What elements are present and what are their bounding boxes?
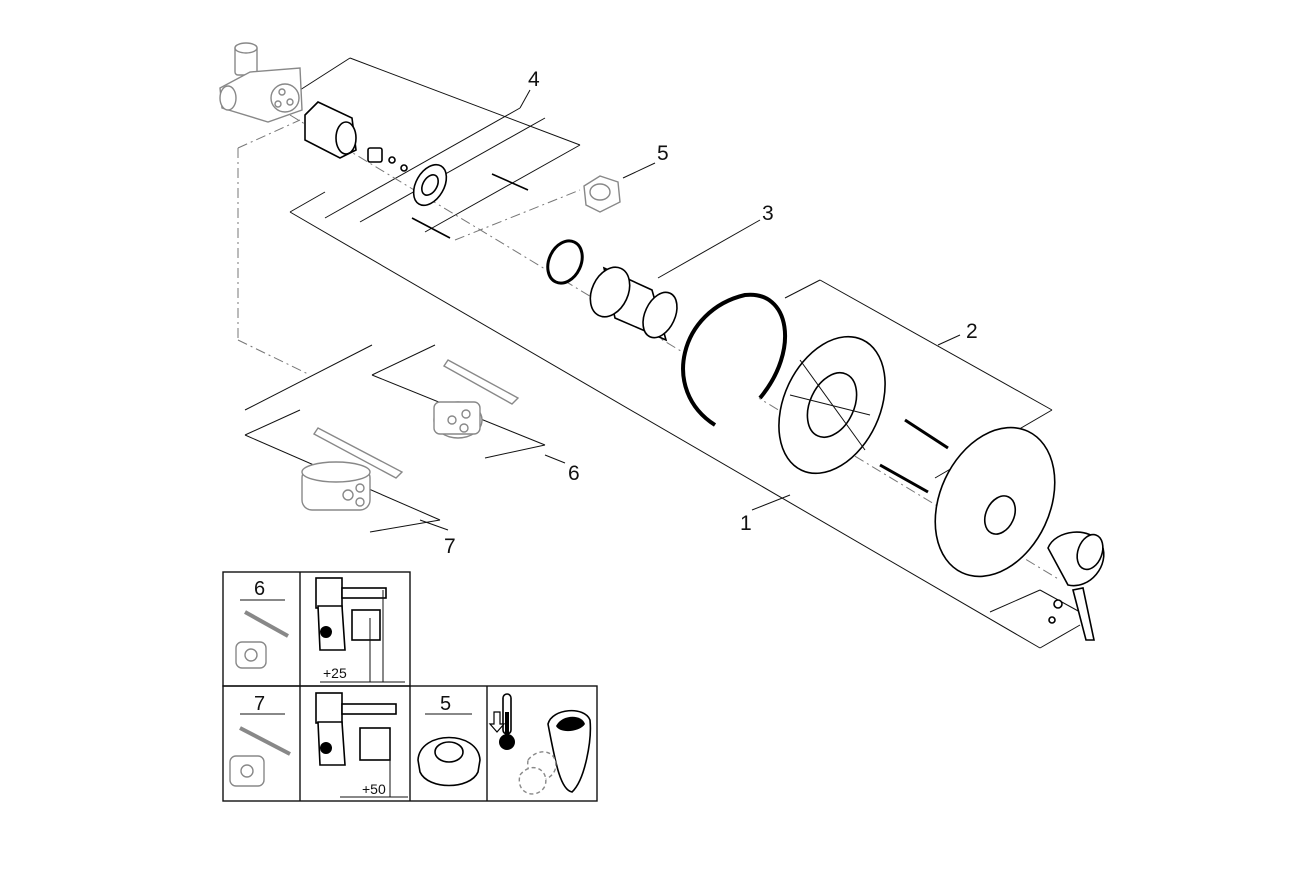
- arrow-down-icon: [488, 711, 506, 733]
- callout-1: 1: [740, 512, 752, 535]
- inset-section-6: +25: [315, 577, 405, 683]
- extension-set-6: [244, 344, 546, 459]
- handle-rotation-illustration: [518, 709, 592, 795]
- callout-2: 2: [966, 320, 978, 343]
- extension-sleeve: [589, 266, 678, 342]
- callout-leaders: [419, 89, 961, 531]
- inset-cell-7: 7: [229, 693, 291, 787]
- cover-plate: [934, 426, 1056, 578]
- retaining-nut: [412, 163, 448, 207]
- mounting-plate: [778, 335, 949, 494]
- callout-6: 6: [568, 462, 580, 485]
- callout-7: 7: [444, 535, 456, 558]
- inset-label-6: 6: [254, 578, 265, 600]
- lever-handle: [1047, 531, 1105, 641]
- dim-plus-25: +25: [323, 665, 347, 681]
- inset-cell-5: 5: [417, 693, 481, 787]
- inset-label-5: 5: [440, 693, 451, 715]
- valve-body: [219, 42, 303, 123]
- extension-set-7: [244, 409, 441, 533]
- inset-label-7: 7: [254, 693, 265, 715]
- exploded-view: 1 2 3 4 5 6 7: [219, 42, 1105, 649]
- cartridge: [304, 101, 408, 172]
- callout-5: 5: [657, 142, 669, 165]
- thermometer-icon: [499, 693, 515, 750]
- o-ring: [546, 239, 584, 285]
- callout-4: 4: [528, 68, 540, 91]
- inset-table: 6 +25 7: [222, 571, 598, 802]
- split-ring: [681, 292, 787, 427]
- dim-plus-50: +50: [362, 781, 386, 797]
- adapter: [583, 175, 621, 213]
- inset-cell-temperature: [488, 693, 592, 795]
- inset-section-7: +50: [315, 692, 408, 798]
- screws-small: [411, 173, 529, 239]
- inset-cell-6: 6: [235, 578, 289, 669]
- assembly-frame-lines: [289, 57, 1081, 649]
- callout-3: 3: [762, 202, 774, 225]
